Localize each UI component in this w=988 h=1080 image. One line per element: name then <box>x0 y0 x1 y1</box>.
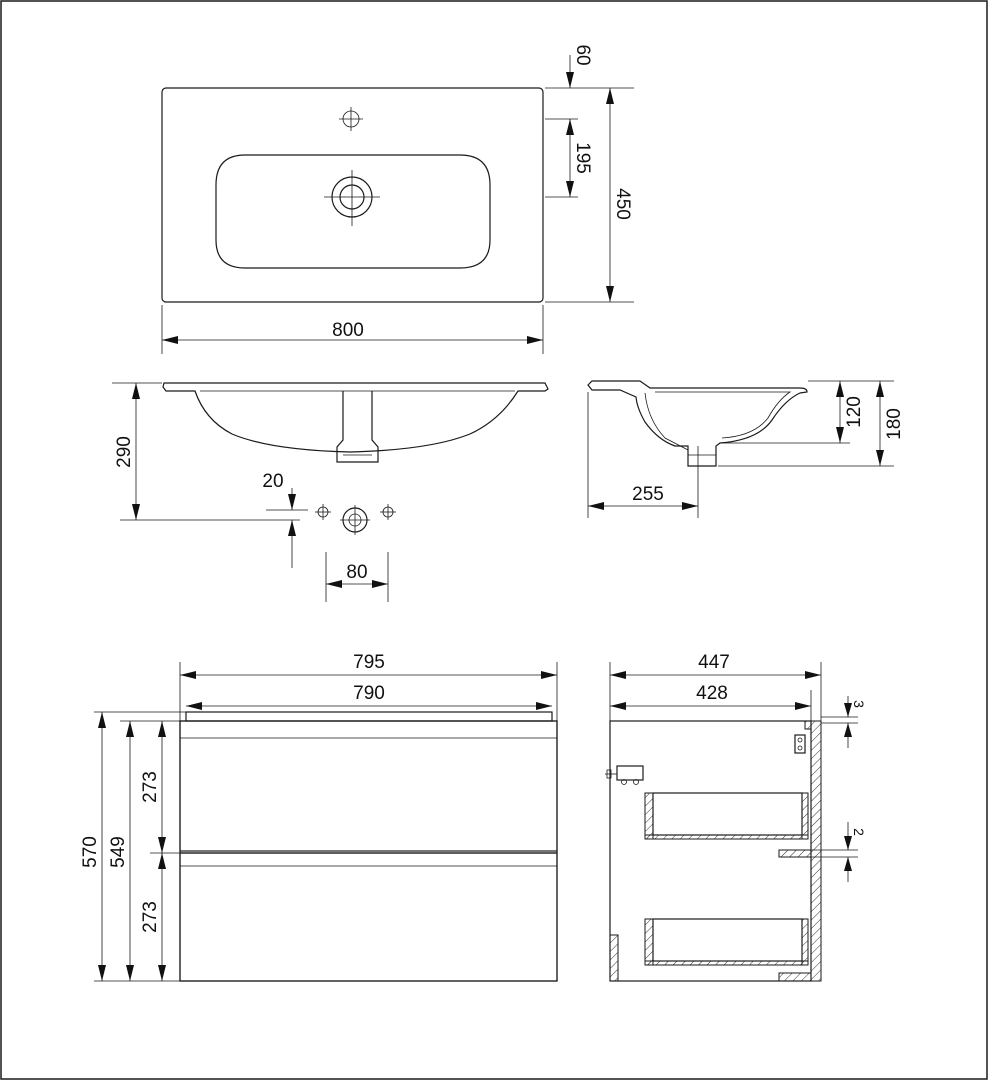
top-drawer-box <box>644 792 809 840</box>
basin-side-view: 255 120 180 <box>587 380 905 518</box>
tap-offset-label: 60 <box>572 44 593 65</box>
basin-front-drain <box>336 391 379 463</box>
hole-offset-label: 20 <box>262 471 283 492</box>
center-hole-icon <box>340 505 370 535</box>
drain-icon <box>324 170 380 226</box>
basin-bowl <box>215 154 491 269</box>
top-gap-label: 3 <box>851 700 867 708</box>
basin-front-profile <box>162 382 549 453</box>
hole-spacing-label: 80 <box>346 562 367 583</box>
basin-top-slab <box>185 711 553 722</box>
cabinet-side-view: 447 428 3 2 <box>605 652 867 982</box>
bottom-panel <box>778 972 812 982</box>
side-hole-right-icon <box>380 504 396 520</box>
basin-side-profile <box>587 380 808 467</box>
drain-offset-label: 195 <box>572 142 593 174</box>
width-label: 800 <box>332 320 364 341</box>
basin-top-view: 800 60 195 450 <box>161 44 634 354</box>
top-drawer-label: 273 <box>140 771 161 803</box>
front-height-label: 290 <box>114 436 135 468</box>
side-height-label: 180 <box>884 408 905 440</box>
bottom-drawer-label: 273 <box>140 901 161 933</box>
back-wall <box>810 720 822 982</box>
handle-icon <box>605 765 644 785</box>
drawer-top-front <box>179 720 558 852</box>
side-hole-left-icon <box>315 504 331 520</box>
total-height-label: 570 <box>80 836 101 868</box>
drawer-gap-label: 2 <box>851 828 867 836</box>
inner-depth-label: 428 <box>696 683 728 704</box>
outer-depth-label: 447 <box>698 652 730 673</box>
cabinet-front-view: 795 790 570 549 273 273 <box>80 652 558 982</box>
inner-width-label: 790 <box>353 683 385 704</box>
body-height-label: 549 <box>108 836 129 868</box>
hanging-bracket-icon <box>794 734 806 754</box>
side-depth-label: 255 <box>632 484 664 505</box>
drawer-bottom-front <box>179 852 558 982</box>
bottom-drawer-box <box>644 918 809 966</box>
basin-outline <box>161 87 544 303</box>
depth-label: 450 <box>612 188 633 220</box>
outer-width-label: 795 <box>353 652 385 673</box>
tap-hole-icon <box>339 107 363 131</box>
basin-front-view: 290 20 80 <box>112 382 549 602</box>
middle-rail <box>778 849 812 858</box>
bowl-depth-label: 120 <box>844 396 865 428</box>
front-kick <box>609 934 619 982</box>
